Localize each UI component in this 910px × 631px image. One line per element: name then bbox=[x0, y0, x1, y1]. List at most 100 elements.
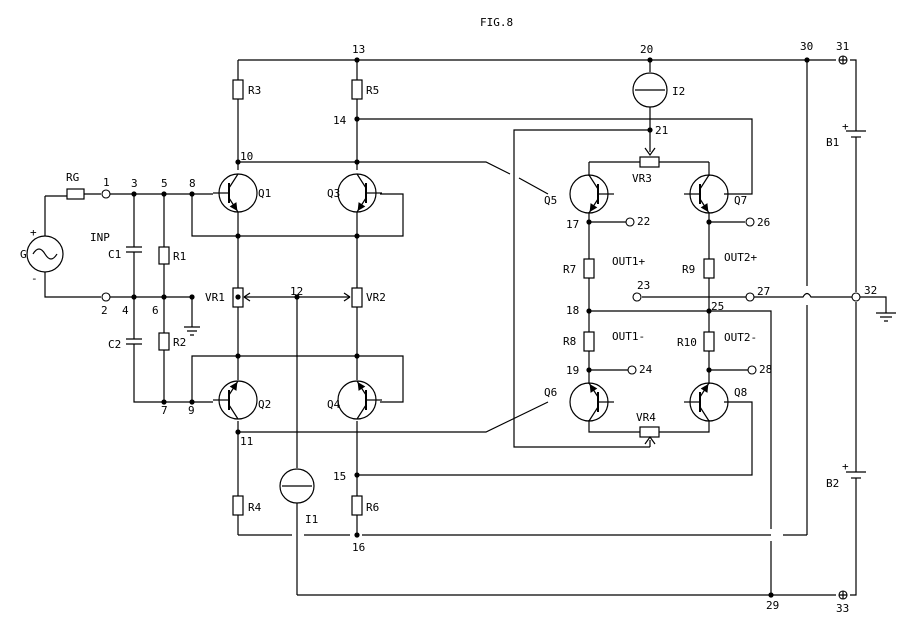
resistor-r7 bbox=[583, 258, 595, 279]
r3-label: R3 bbox=[248, 84, 261, 97]
figure-title: FIG.8 bbox=[480, 16, 513, 29]
junction-dot-18 bbox=[354, 353, 360, 359]
b1-plus: + bbox=[842, 120, 849, 133]
junction-dot-12 bbox=[354, 57, 360, 63]
node-3: 3 bbox=[131, 177, 138, 190]
q1-collector bbox=[228, 173, 239, 189]
junction-dot-11 bbox=[294, 294, 300, 300]
node-20: 20 bbox=[640, 43, 653, 56]
node-31: 31 bbox=[836, 40, 849, 53]
resistor-r10 bbox=[703, 331, 715, 352]
q8-arrow bbox=[700, 383, 709, 393]
source-label: G bbox=[20, 248, 27, 261]
junction-dot-13 bbox=[354, 116, 360, 122]
resistor-r5 bbox=[351, 79, 363, 100]
source-minus: - bbox=[31, 272, 38, 285]
q3-label: Q3 bbox=[327, 187, 340, 200]
r5-label: R5 bbox=[366, 84, 379, 97]
q5-label: Q5 bbox=[544, 194, 557, 207]
r1-label: R1 bbox=[173, 250, 186, 263]
q2-arrow bbox=[229, 381, 238, 391]
b2-plus: + bbox=[842, 460, 849, 473]
node-21: 21 bbox=[655, 124, 668, 137]
terminal-1 bbox=[101, 189, 111, 199]
node-27: 27 bbox=[757, 285, 770, 298]
node-2: 2 bbox=[101, 304, 108, 317]
terminal-22 bbox=[625, 217, 635, 227]
q6-label: Q6 bbox=[544, 386, 557, 399]
terminal-32 bbox=[851, 292, 861, 302]
node-26: 26 bbox=[757, 216, 770, 229]
q6-arrow bbox=[589, 383, 598, 393]
node-16: 16 bbox=[352, 541, 365, 554]
resistor-r1 bbox=[158, 246, 170, 265]
terminal-23 bbox=[632, 292, 642, 302]
output-stage bbox=[513, 60, 852, 595]
node-18: 18 bbox=[566, 304, 579, 317]
junction-dot-1 bbox=[161, 191, 167, 197]
top-rail bbox=[238, 59, 857, 131]
source-plus: + bbox=[30, 226, 37, 239]
node-11: 11 bbox=[240, 435, 253, 448]
battery-b1 bbox=[846, 130, 866, 292]
q2-label: Q2 bbox=[258, 398, 271, 411]
q1-arrow bbox=[229, 202, 238, 212]
junction-dot-7 bbox=[189, 399, 195, 405]
junction-dot-15 bbox=[354, 532, 360, 538]
resistor-r3 bbox=[232, 79, 244, 100]
feedback-rails bbox=[357, 118, 753, 476]
out1-minus-label: OUT1- bbox=[612, 330, 645, 343]
r4-label: R4 bbox=[248, 501, 262, 514]
node-30: 30 bbox=[800, 40, 813, 53]
resistor-r2 bbox=[158, 332, 170, 351]
terminal-31-mark bbox=[839, 56, 847, 64]
junction-dot-8 bbox=[235, 159, 241, 165]
q7-arrow bbox=[700, 203, 709, 213]
junction-dot-9 bbox=[235, 294, 241, 300]
junction-dot-23 bbox=[706, 219, 712, 225]
node-7: 7 bbox=[161, 404, 168, 417]
junction-dot-16 bbox=[354, 159, 360, 165]
terminal-33-mark bbox=[839, 591, 847, 599]
c1-label: C1 bbox=[108, 248, 121, 261]
node-23: 23 bbox=[637, 279, 650, 292]
node-24: 24 bbox=[639, 363, 653, 376]
junction-dot-3 bbox=[131, 294, 137, 300]
left-column bbox=[232, 60, 244, 535]
node-5: 5 bbox=[161, 177, 168, 190]
node-10: 10 bbox=[240, 150, 253, 163]
i2-source bbox=[632, 60, 668, 157]
vr3-label: VR3 bbox=[632, 172, 652, 185]
junction-dot-24 bbox=[586, 308, 592, 314]
node-12: 12 bbox=[290, 285, 303, 298]
node-28: 28 bbox=[759, 363, 772, 376]
q3-collector bbox=[356, 173, 367, 189]
q5-collector bbox=[588, 174, 599, 190]
node-29: 29 bbox=[766, 599, 779, 612]
q7-collector bbox=[699, 174, 710, 190]
node-33: 33 bbox=[836, 602, 849, 615]
node-22: 22 bbox=[637, 215, 650, 228]
node-17: 17 bbox=[566, 218, 579, 231]
resistor-r4 bbox=[232, 495, 244, 516]
terminal-26 bbox=[745, 217, 755, 227]
r2-label: R2 bbox=[173, 336, 186, 349]
node-32: 32 bbox=[864, 284, 877, 297]
junction-dot-0 bbox=[131, 191, 137, 197]
terminal-28 bbox=[747, 365, 757, 375]
resistor-rg bbox=[66, 188, 85, 200]
out1-plus-label: OUT1+ bbox=[612, 255, 645, 268]
node-1: 1 bbox=[103, 176, 110, 189]
junction-dot-19 bbox=[235, 353, 241, 359]
rg-label: RG bbox=[66, 171, 79, 184]
i2-label: I2 bbox=[672, 85, 685, 98]
c2-label: C2 bbox=[108, 338, 121, 351]
junction-dot-25 bbox=[706, 308, 712, 314]
vr2-label: VR2 bbox=[366, 291, 386, 304]
node-6: 6 bbox=[152, 304, 159, 317]
junction-dot-26 bbox=[586, 367, 592, 373]
junction-dot-2 bbox=[189, 191, 195, 197]
ground-symbol-right bbox=[860, 296, 896, 322]
b1-label: B1 bbox=[826, 136, 839, 149]
